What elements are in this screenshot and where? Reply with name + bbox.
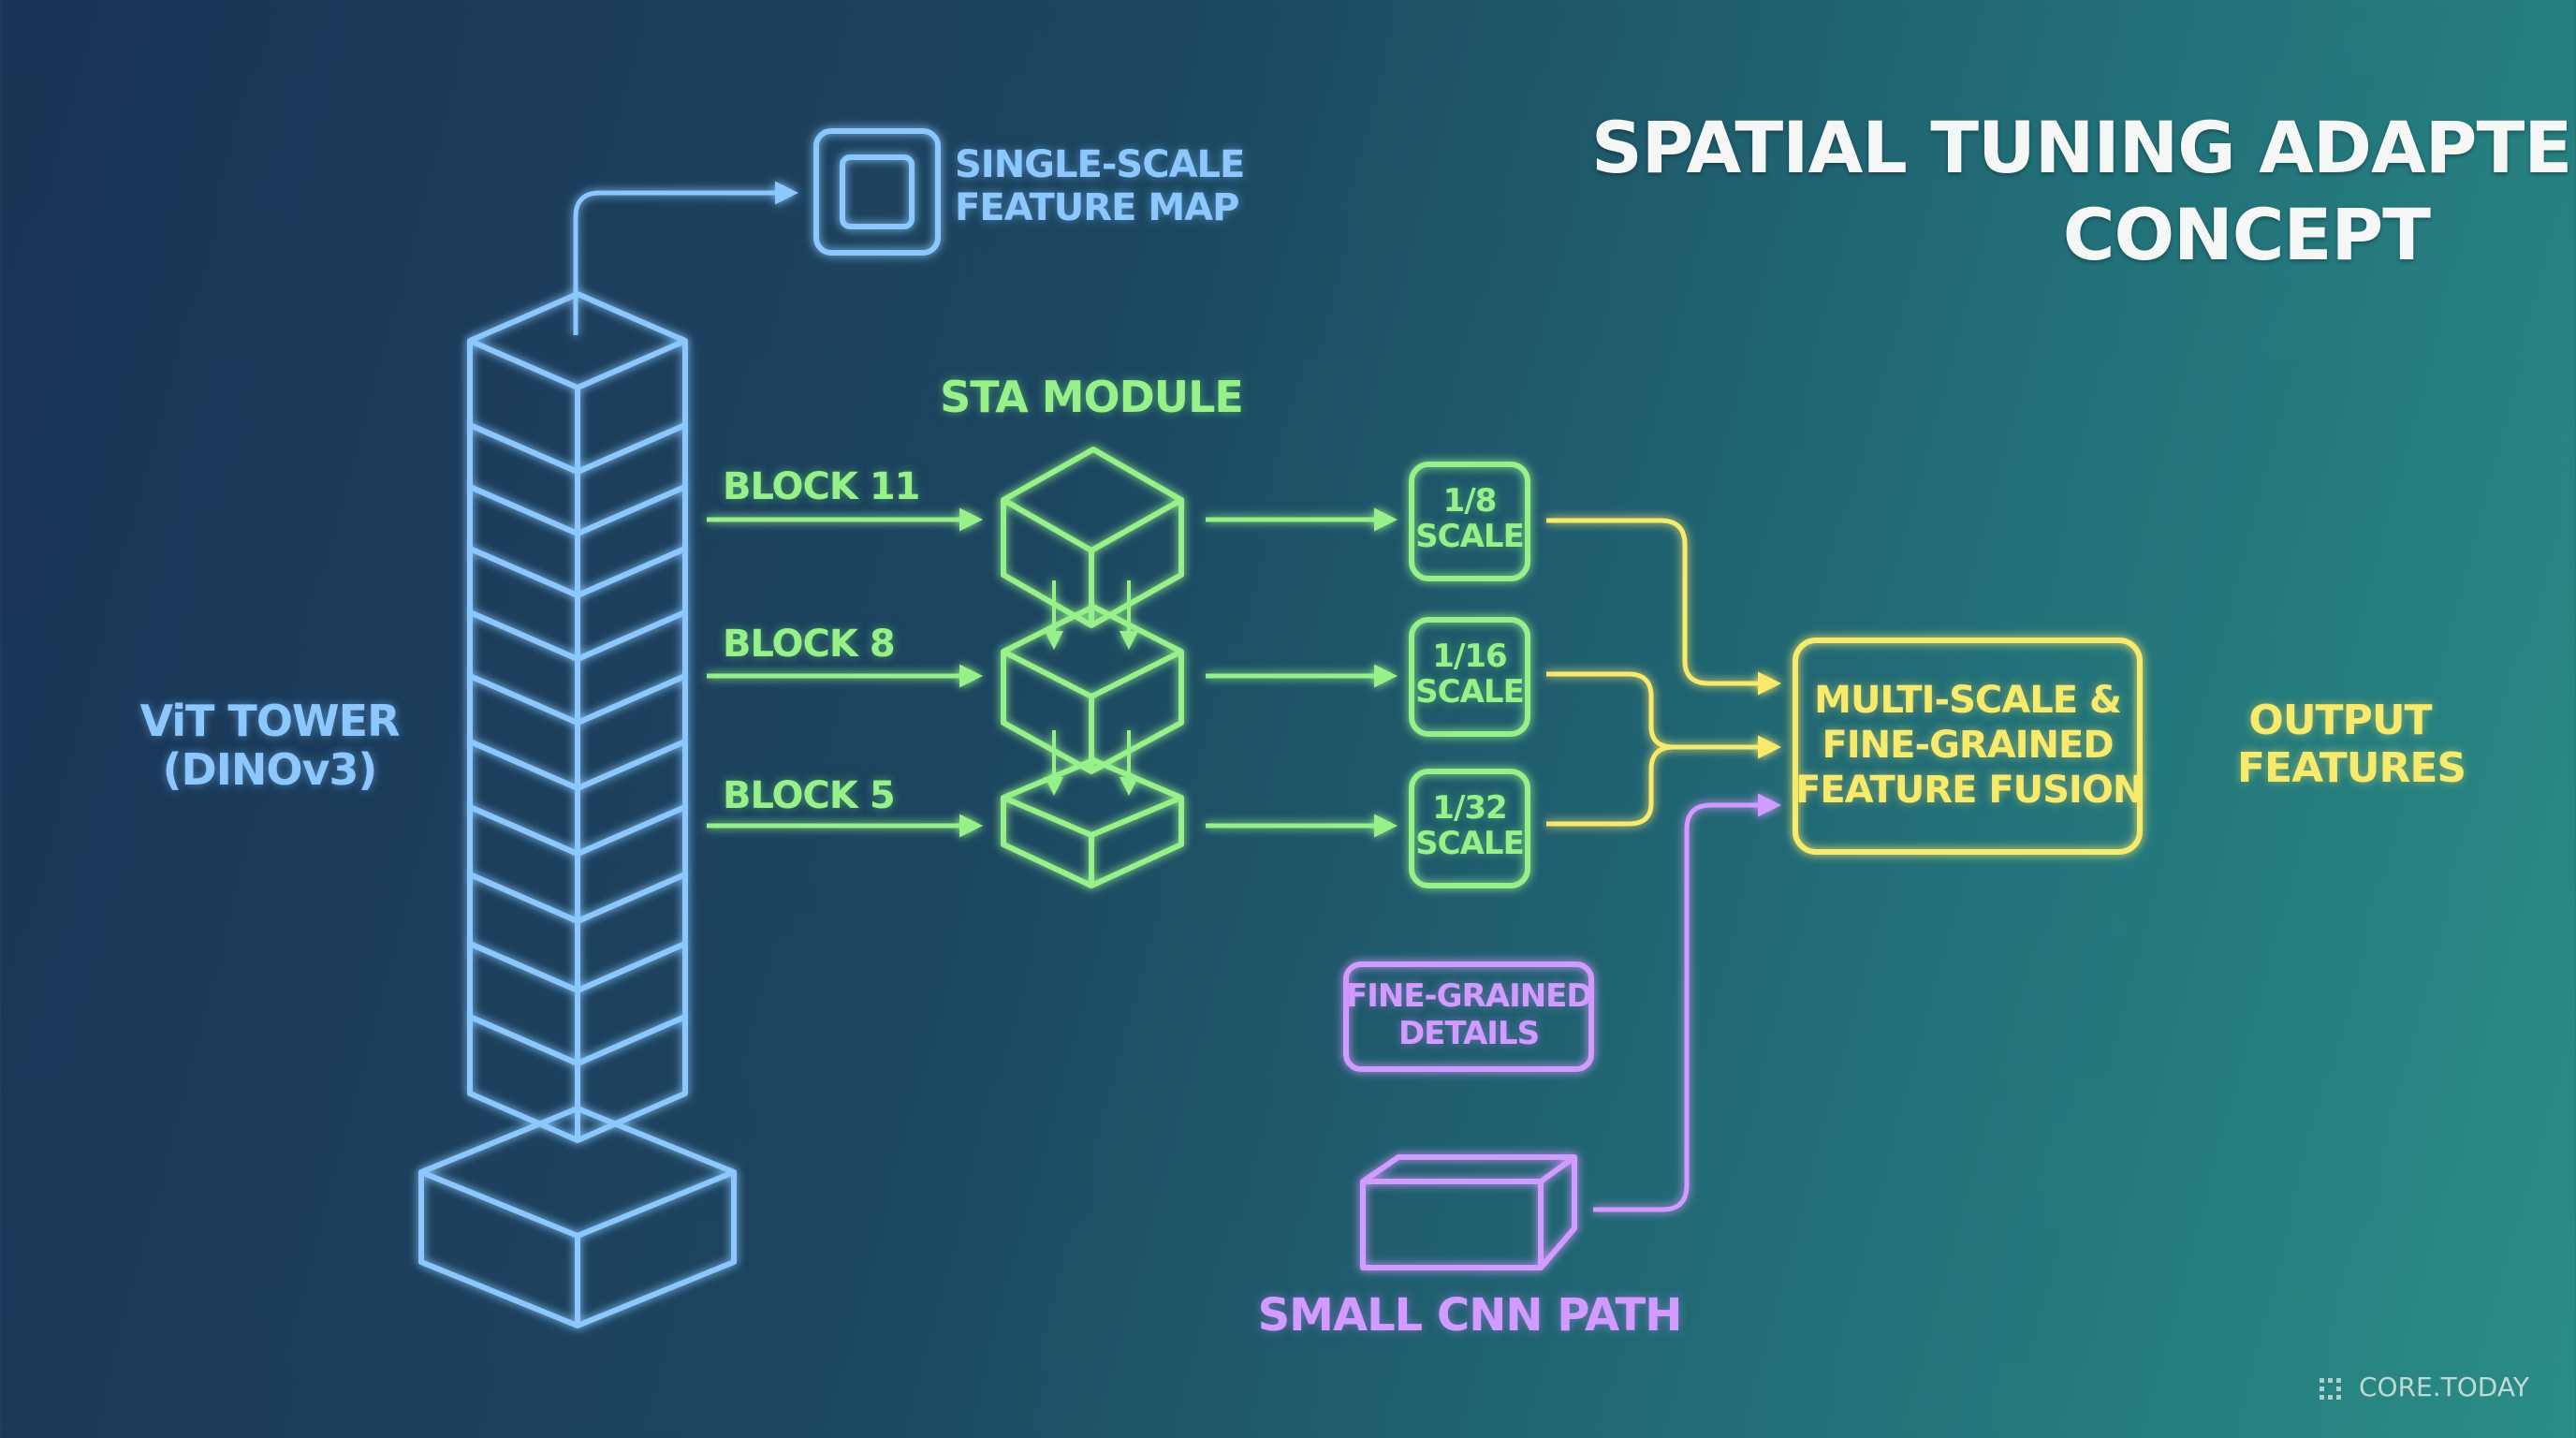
scale-1-16-label: 1/16 SCALE xyxy=(1412,638,1528,710)
scale-32-to-fusion-connector xyxy=(1546,744,1675,827)
single-scale-label-line-1: SINGLE-SCALE xyxy=(955,143,1245,186)
watermark-logo-icon xyxy=(2320,1378,2341,1400)
tower-to-feature-map-arrow xyxy=(573,181,798,335)
sta-module-cubes xyxy=(1001,447,1184,888)
small-cnn-block xyxy=(1360,1154,1577,1270)
cnn-to-fusion-connector xyxy=(1593,793,1781,1212)
scale-box-1-8 xyxy=(1409,462,1530,581)
single-scale-label-line-2: FEATURE MAP xyxy=(955,185,1239,229)
fine-grained-details-box xyxy=(1343,961,1594,1072)
vit-tower-label-line-2: (DINOv3) xyxy=(162,744,378,796)
fine-grained-details-label: FINE-GRAINED DETAILS xyxy=(1346,977,1593,1053)
output-features-label: OUTPUT FEATURES xyxy=(2237,697,2466,793)
sta-internal-arrows xyxy=(1045,580,1138,796)
vit-tower-label-line-1: ViT TOWER xyxy=(139,696,400,746)
title-line-1: SPATIAL TUNING ADAPTER xyxy=(1591,106,2576,189)
block-8-label: BLOCK 8 xyxy=(723,623,896,666)
title-line-2: CONCEPT xyxy=(2062,192,2431,276)
scale-1-32-label: 1/32 SCALE xyxy=(1412,790,1528,861)
fine-grained-label-line-1: FINE-GRAINED xyxy=(1346,977,1593,1015)
watermark-text: CORE.TODAY xyxy=(2359,1372,2529,1402)
fusion-label: MULTI-SCALE & FINE-GRAINED FEATURE FUSIO… xyxy=(1795,678,2144,813)
scale-1-8-value: 1/8 xyxy=(1442,482,1498,520)
tower-top-face xyxy=(467,291,688,390)
scale-1-8-word: SCALE xyxy=(1415,518,1525,556)
fine-grained-label-line-2: DETAILS xyxy=(1398,1015,1540,1053)
single-scale-feature-map-icon xyxy=(813,128,941,256)
scale-box-1-16 xyxy=(1409,617,1530,737)
fusion-label-line-1: MULTI-SCALE & xyxy=(1814,679,2122,722)
output-label-line-1: OUTPUT xyxy=(2248,697,2432,744)
scale-1-8-label: 1/8 SCALE xyxy=(1412,483,1528,554)
single-scale-label: SINGLE-SCALE FEATURE MAP xyxy=(955,143,1245,229)
vit-tower-stack xyxy=(418,291,737,1328)
scale-1-16-word: SCALE xyxy=(1415,673,1525,712)
vit-tower-label: ViT TOWER (DINOv3) xyxy=(122,697,417,795)
small-cnn-path-label: SMALL CNN PATH xyxy=(1257,1289,1683,1342)
fusion-label-line-3: FEATURE FUSION xyxy=(1795,769,2144,812)
scale-1-16-value: 1/16 xyxy=(1432,638,1507,675)
fusion-label-line-2: FINE-GRAINED xyxy=(1822,724,2114,767)
block-5-label: BLOCK 5 xyxy=(723,774,896,817)
output-label-line-2: FEATURES xyxy=(2237,744,2466,793)
scale-1-32-value: 1/32 xyxy=(1432,789,1507,827)
page-title: SPATIAL TUNING ADAPTER CONCEPT xyxy=(1591,105,2576,278)
block-11-label: BLOCK 11 xyxy=(723,465,920,508)
fusion-box xyxy=(1793,638,2143,855)
sta-module-label: STA MODULE xyxy=(940,372,1244,422)
scale-1-32-word: SCALE xyxy=(1415,825,1525,863)
scale-8-to-fusion-connector xyxy=(1546,518,1781,696)
scale-box-1-32 xyxy=(1409,769,1530,888)
